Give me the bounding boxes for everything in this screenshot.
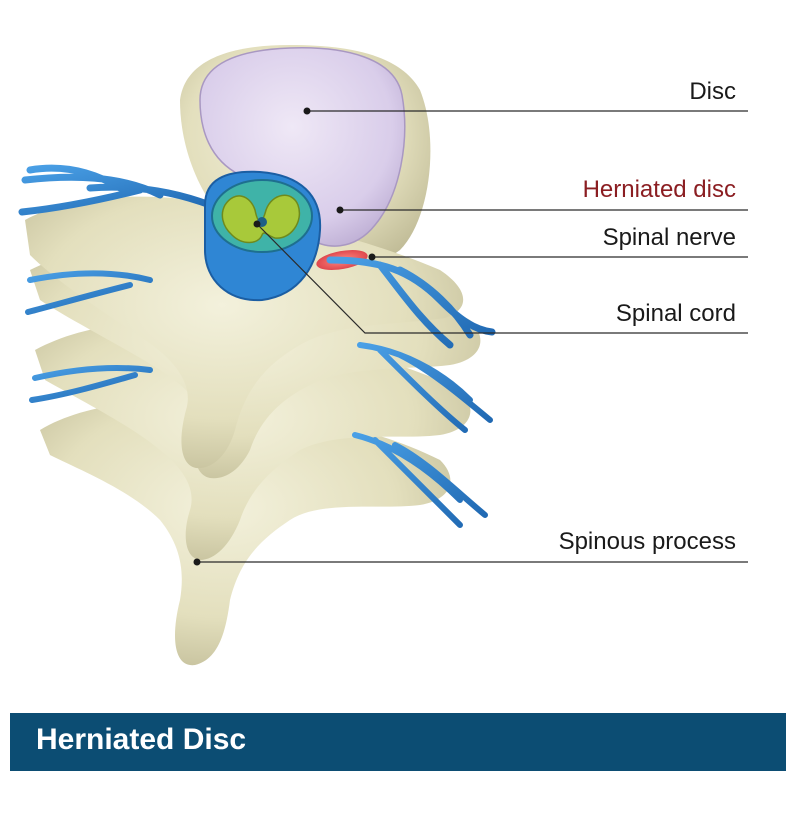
leader-cord xyxy=(256,223,748,334)
pointer-spinous xyxy=(193,558,201,566)
title-banner: Herniated Disc xyxy=(10,713,786,771)
spinal-cord xyxy=(204,170,322,302)
pointer-disc xyxy=(303,107,311,115)
pointer-cord xyxy=(253,220,261,228)
pointer-herniated xyxy=(336,206,344,214)
page-title: Herniated Disc xyxy=(36,723,247,756)
label-spinal-nerve: Spinal nerve xyxy=(602,224,736,251)
leader-lines xyxy=(193,107,748,566)
label-disc: Disc xyxy=(689,78,736,105)
pointer-nerve xyxy=(368,253,376,261)
vertebra-lower-3 xyxy=(40,401,451,666)
nerve-mid-right-1 xyxy=(357,342,493,433)
gray-matter xyxy=(221,194,301,244)
label-spinal-cord: Spinal cord xyxy=(615,300,736,327)
nerves xyxy=(18,164,496,528)
nerve-mid-left-1 xyxy=(25,270,153,315)
label-spinous-process: Spinous process xyxy=(558,528,736,555)
nerve-top-right xyxy=(326,256,496,349)
nerve-mid-right-2 xyxy=(352,432,488,528)
nerve-top-left xyxy=(18,164,214,216)
nerve-mid-left-2 xyxy=(29,364,153,403)
label-herniated-disc: Herniated disc xyxy=(582,176,736,203)
